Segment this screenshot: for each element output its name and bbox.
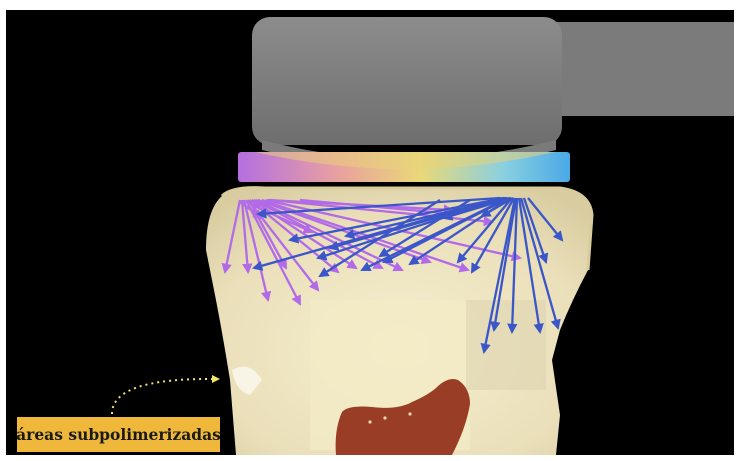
light-filter-icon xyxy=(238,152,570,182)
curing-light-tip-icon xyxy=(252,17,738,168)
frame-border-left xyxy=(0,0,6,461)
frame-border-right xyxy=(734,0,738,461)
pointer-arrow xyxy=(112,375,220,414)
annotation-label: áreas subpolimerizadas xyxy=(16,425,221,444)
frame-border-top xyxy=(0,0,738,10)
frame-border-bottom xyxy=(0,455,738,461)
annotation-label-box: áreas subpolimerizadas xyxy=(17,417,220,452)
